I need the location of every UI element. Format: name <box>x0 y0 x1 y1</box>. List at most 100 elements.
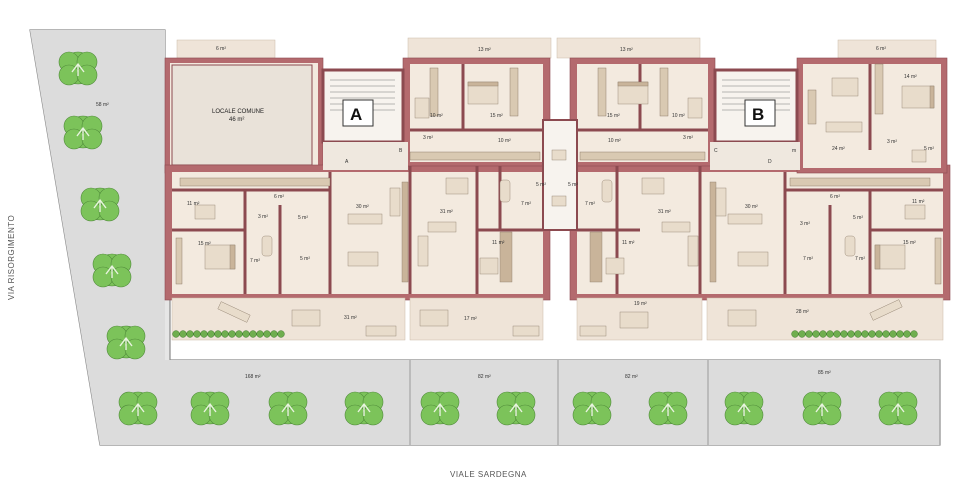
room-c1-terrace: 17 m² <box>464 316 477 322</box>
garden-area-2: 82 m² <box>478 374 491 380</box>
tree-icon <box>190 391 230 426</box>
living-furniture <box>217 77 903 337</box>
bed-group <box>194 81 935 270</box>
lower-wing-interior-right <box>577 172 943 294</box>
top-terrace-3-area: 13 m² <box>620 47 633 53</box>
room-w-bath3: 5 m² <box>300 256 310 262</box>
shrub-icon <box>875 330 883 338</box>
tree-icon <box>118 391 158 426</box>
shrub-icon <box>207 330 215 338</box>
room-c1-bed: 10 m² <box>430 113 443 119</box>
tree-icon <box>802 391 842 426</box>
tree-icon <box>58 51 98 86</box>
tree-icon <box>92 253 132 288</box>
top-terrace-4 <box>837 39 937 59</box>
room-c1-bath2: 7 m² <box>521 201 531 207</box>
shrub-icon <box>840 330 848 338</box>
room-e2-bath2: 5 m² <box>853 215 863 221</box>
room-e2-bed2: 15 m² <box>903 240 916 246</box>
room-c1-small: 5 m² <box>536 182 546 188</box>
room-w-bath1: 3 m² <box>258 214 268 220</box>
planter-group <box>172 330 918 338</box>
tree-icon <box>496 391 536 426</box>
shrub-icon <box>249 330 257 338</box>
shrub-icon <box>889 330 897 338</box>
room-w-hall: 6 m² <box>274 194 284 200</box>
shrub-icon <box>826 330 834 338</box>
common-room-area: 46 m² <box>229 117 244 123</box>
room-e2-bath1: 3 m² <box>800 221 810 227</box>
shrub-icon <box>791 330 799 338</box>
room-c2-bed: 10 m² <box>672 113 685 119</box>
room-c1-hall: 10 m² <box>498 138 511 144</box>
corridor-letter-d: D <box>768 159 772 165</box>
corridor-west <box>323 142 408 170</box>
wardrobe-group <box>175 63 942 285</box>
shrub-icon <box>235 330 243 338</box>
corridor-east <box>710 142 800 170</box>
room-e2-bath3: 7 m² <box>803 256 813 262</box>
room-e-living: 24 m² <box>832 146 845 152</box>
corridor-letter-a: A <box>345 159 349 165</box>
shrub-icon <box>910 330 918 338</box>
room-w-living: 30 m² <box>356 204 369 210</box>
shrub-icon <box>200 330 208 338</box>
tree-icon <box>648 391 688 426</box>
room-e-bath1: 3 m² <box>887 139 897 145</box>
room-e2-living: 30 m² <box>745 204 758 210</box>
shrub-icon <box>896 330 904 338</box>
room-c2-master: 15 m² <box>607 113 620 119</box>
tree-icon <box>268 391 308 426</box>
room-c2-hall: 10 m² <box>608 138 621 144</box>
shrub-icon <box>861 330 869 338</box>
common-room-name: LOCALE COMUNE <box>212 109 264 115</box>
room-c2-bath2: 7 m² <box>585 201 595 207</box>
top-terrace-2-area: 13 m² <box>478 47 491 53</box>
tree-icon <box>572 391 612 426</box>
room-c2-bath: 3 m² <box>683 135 693 141</box>
stair-a-marker <box>342 99 374 127</box>
room-c2-small: 5 m² <box>568 182 578 188</box>
room-e2-hall: 6 m² <box>830 194 840 200</box>
shrub-icon <box>228 330 236 338</box>
garden-area-4: 85 m² <box>818 370 831 376</box>
room-c1-master: 15 m² <box>490 113 503 119</box>
top-terrace-1 <box>176 39 276 59</box>
tree-icon <box>63 115 103 150</box>
top-terrace-1-area: 6 m² <box>216 46 226 52</box>
room-c2-terrace: 19 m² <box>634 301 647 307</box>
room-c2-living: 31 m² <box>658 209 671 215</box>
room-w-terrace: 31 m² <box>344 315 357 321</box>
shrub-icon <box>186 330 194 338</box>
corridor-letter-b: B <box>399 148 403 154</box>
shrub-icon <box>214 330 222 338</box>
top-terrace-4-area: 6 m² <box>876 46 886 52</box>
shrub-icon <box>903 330 911 338</box>
tree-icon <box>420 391 460 426</box>
shrub-icon <box>172 330 180 338</box>
shrub-icon <box>805 330 813 338</box>
room-c1-bed2: 11 m² <box>492 240 505 246</box>
tree-icon <box>344 391 384 426</box>
room-c1-living: 31 m² <box>440 209 453 215</box>
garden-area-3: 82 m² <box>625 374 638 380</box>
shrub-icon <box>798 330 806 338</box>
shrub-icon <box>882 330 890 338</box>
shrub-icon <box>193 330 201 338</box>
tree-icon <box>878 391 918 426</box>
room-w-bath4: 7 m² <box>250 258 260 264</box>
shrub-icon <box>256 330 264 338</box>
corridor-letter-m: m <box>792 148 796 154</box>
room-e-bath2: 5 m² <box>924 146 934 152</box>
shrub-icon <box>221 330 229 338</box>
room-e2-terrace: 28 m² <box>796 309 809 315</box>
shrub-icon <box>277 330 285 338</box>
center-service-shaft <box>542 119 578 231</box>
shrub-icon <box>270 330 278 338</box>
shrub-icon <box>242 330 250 338</box>
room-w-bed1: 11 m² <box>187 201 200 207</box>
stair-b-letter: B <box>752 105 764 124</box>
shrub-icon <box>812 330 820 338</box>
stair-a-letter: A <box>350 105 362 124</box>
shrub-icon <box>179 330 187 338</box>
